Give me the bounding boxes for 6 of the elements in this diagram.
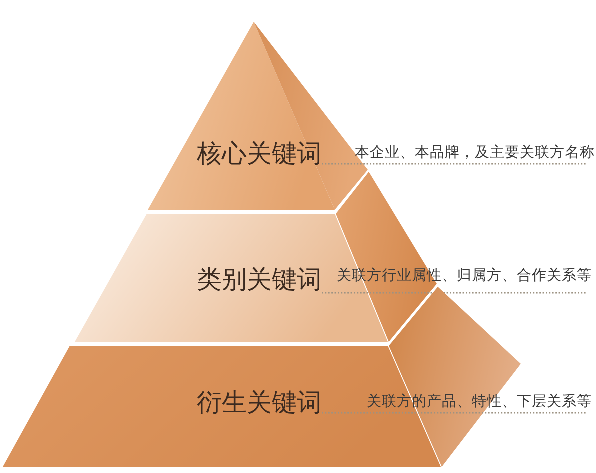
layer-description: 本企业、本品牌，及主要关联方名称 [355, 146, 595, 160]
layer-title: 衍生关键词 [197, 390, 322, 415]
pyramid-layer [73, 170, 439, 344]
layer-title: 类别关键词 [197, 267, 322, 292]
pyramid-layer [146, 20, 370, 212]
layer-title: 核心关键词 [197, 141, 322, 166]
